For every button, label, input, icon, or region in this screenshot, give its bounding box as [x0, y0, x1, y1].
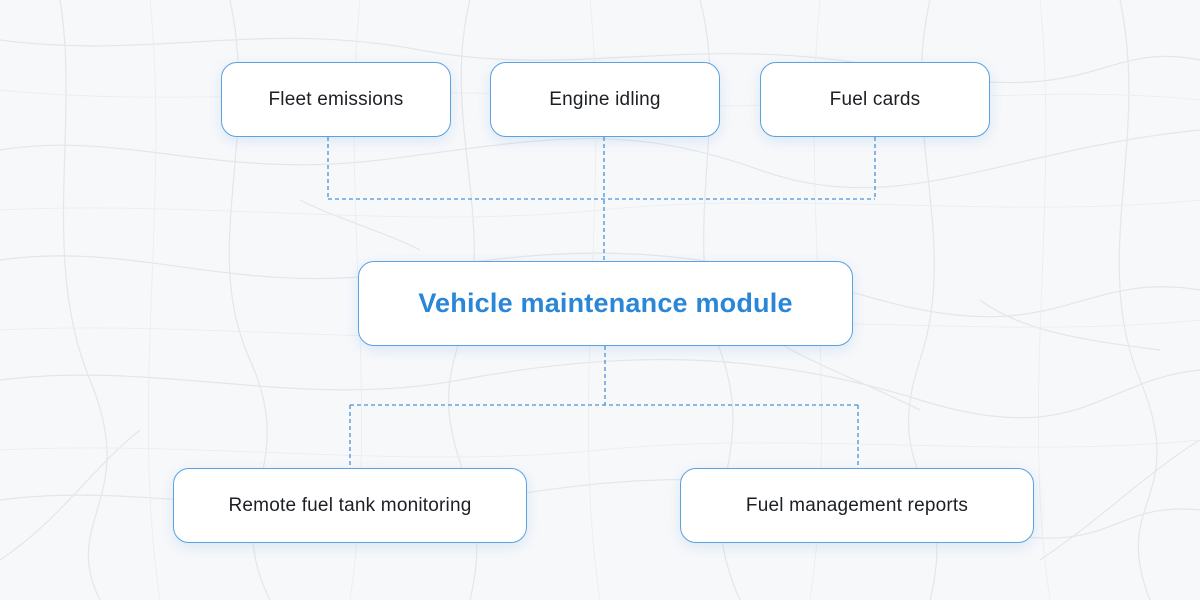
- node-label: Fuel cards: [829, 88, 921, 110]
- node-fleet-emissions: Fleet emissions: [221, 62, 451, 137]
- node-engine-idling: Engine idling: [490, 62, 720, 137]
- node-label: Remote fuel tank monitoring: [228, 494, 472, 516]
- node-remote-fuel-tank-monitoring: Remote fuel tank monitoring: [173, 468, 527, 543]
- node-vehicle-maintenance-module: Vehicle maintenance module: [358, 261, 853, 346]
- node-fuel-management-reports: Fuel management reports: [680, 468, 1034, 543]
- node-label: Fuel management reports: [745, 494, 969, 516]
- node-label: Engine idling: [549, 88, 661, 110]
- node-fuel-cards: Fuel cards: [760, 62, 990, 137]
- node-label: Fleet emissions: [268, 88, 404, 110]
- center-node-label: Vehicle maintenance module: [418, 288, 793, 318]
